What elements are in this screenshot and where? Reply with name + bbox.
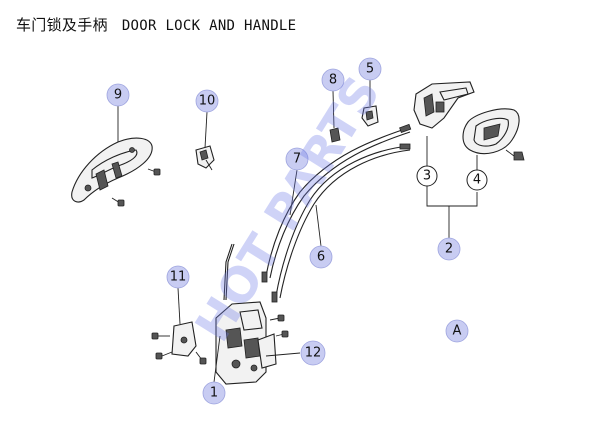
- svg-text:3: 3: [423, 169, 431, 184]
- inside-handle-bezel: [462, 108, 520, 155]
- title-english: DOOR LOCK AND HANDLE: [121, 18, 297, 34]
- title-chinese: 车门锁及手柄: [16, 16, 108, 34]
- control-cable-7: [261, 123, 412, 283]
- outside-door-handle: [71, 137, 153, 203]
- svg-text:9: 9: [114, 88, 122, 103]
- lock-rod: [223, 243, 235, 301]
- callout-6: 6: [309, 245, 333, 269]
- small-bracket: [361, 105, 379, 127]
- svg-text:6: 6: [317, 250, 325, 265]
- callout-4: 4: [466, 169, 488, 191]
- svg-text:11: 11: [170, 270, 187, 285]
- inside-handle-frame: [413, 81, 475, 129]
- bezel-screw: [505, 149, 525, 161]
- handle-screw-upper: [147, 168, 161, 176]
- door-lock-assembly: [215, 301, 277, 385]
- lock-screw-2: [275, 330, 289, 338]
- svg-text:10: 10: [199, 94, 216, 109]
- control-cable-6: [271, 143, 411, 303]
- view-label-a: A: [445, 319, 469, 343]
- callout-11: 11: [166, 265, 190, 289]
- bracket-screw-3: [195, 351, 207, 365]
- svg-text:8: 8: [329, 73, 337, 88]
- lock-screw-1: [269, 314, 285, 322]
- callout-2: 2: [437, 237, 461, 261]
- page-title: 车门锁及手柄 DOOR LOCK AND HANDLE: [16, 14, 296, 35]
- svg-text:5: 5: [366, 62, 374, 77]
- handle-clip: [195, 145, 215, 171]
- callout-3: 3: [416, 165, 438, 187]
- callout-7: 7: [285, 147, 309, 171]
- callout-1: 1: [202, 381, 226, 405]
- bracket-screw-1: [151, 332, 170, 340]
- lock-bracket: [171, 321, 197, 357]
- callout-10: 10: [195, 89, 219, 113]
- bracket-screw-2: [155, 351, 173, 360]
- rod-clip: [329, 127, 341, 143]
- svg-text:A: A: [453, 324, 462, 339]
- callout-8: 8: [321, 68, 345, 92]
- svg-text:7: 7: [293, 152, 301, 167]
- watermark-text: HOT PARTS: [185, 67, 392, 351]
- svg-text:12: 12: [305, 346, 322, 361]
- handle-screw-lower: [111, 197, 125, 207]
- callout-5: 5: [358, 57, 382, 81]
- svg-text:2: 2: [445, 242, 453, 257]
- svg-text:1: 1: [210, 386, 218, 401]
- callout-9: 9: [106, 83, 130, 107]
- callout-12: 12: [300, 340, 326, 366]
- svg-text:4: 4: [473, 173, 481, 188]
